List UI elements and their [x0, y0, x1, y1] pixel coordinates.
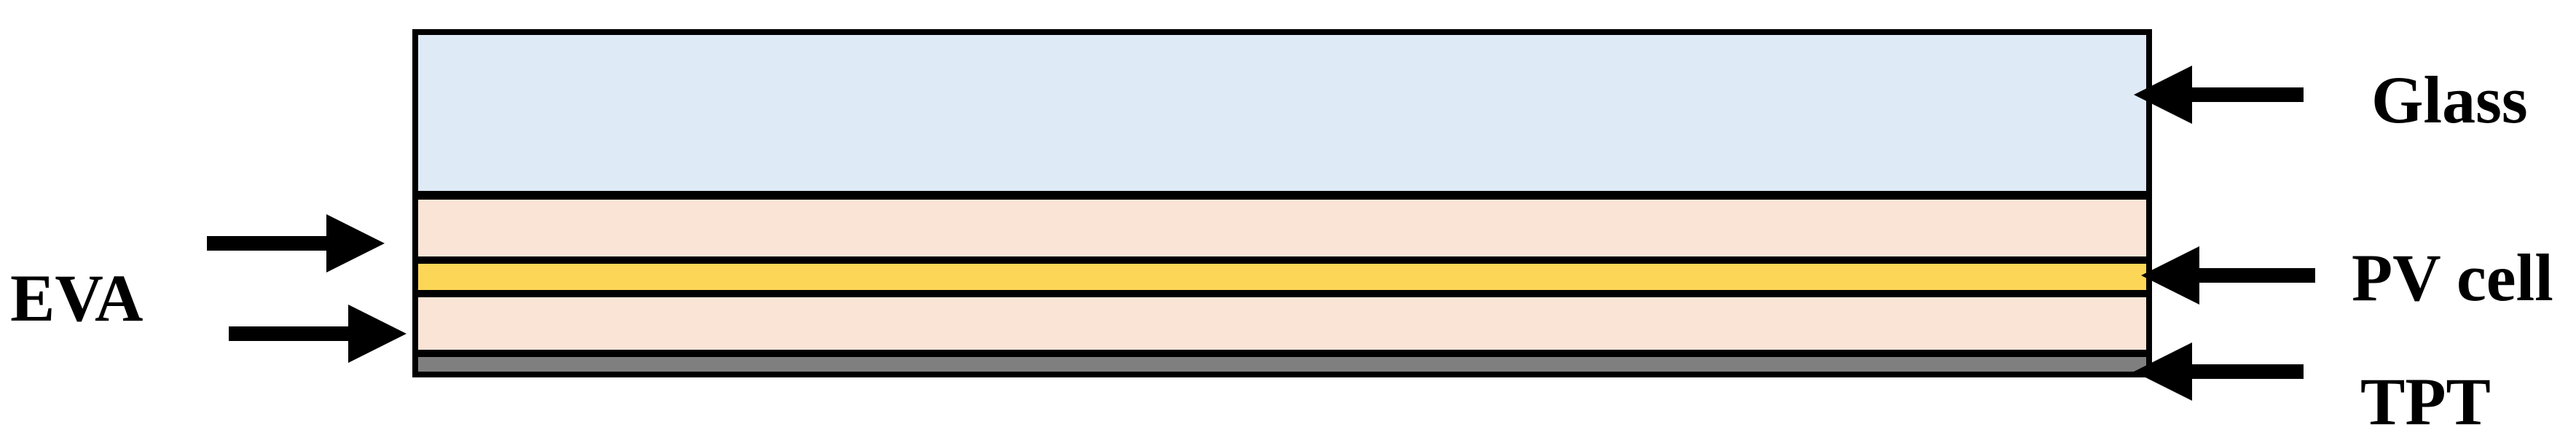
eva-label: EVA — [10, 261, 143, 335]
eva-layer-bottom — [412, 291, 2152, 356]
tpt-label: TPT — [2360, 364, 2491, 439]
eva-layer-top — [412, 194, 2152, 262]
pv-cell-layer — [412, 258, 2152, 296]
glass-label: Glass — [2371, 63, 2528, 137]
tpt-layer — [412, 351, 2152, 377]
pv-cell-label: PV cell — [2352, 240, 2553, 315]
glass-layer — [412, 29, 2152, 197]
